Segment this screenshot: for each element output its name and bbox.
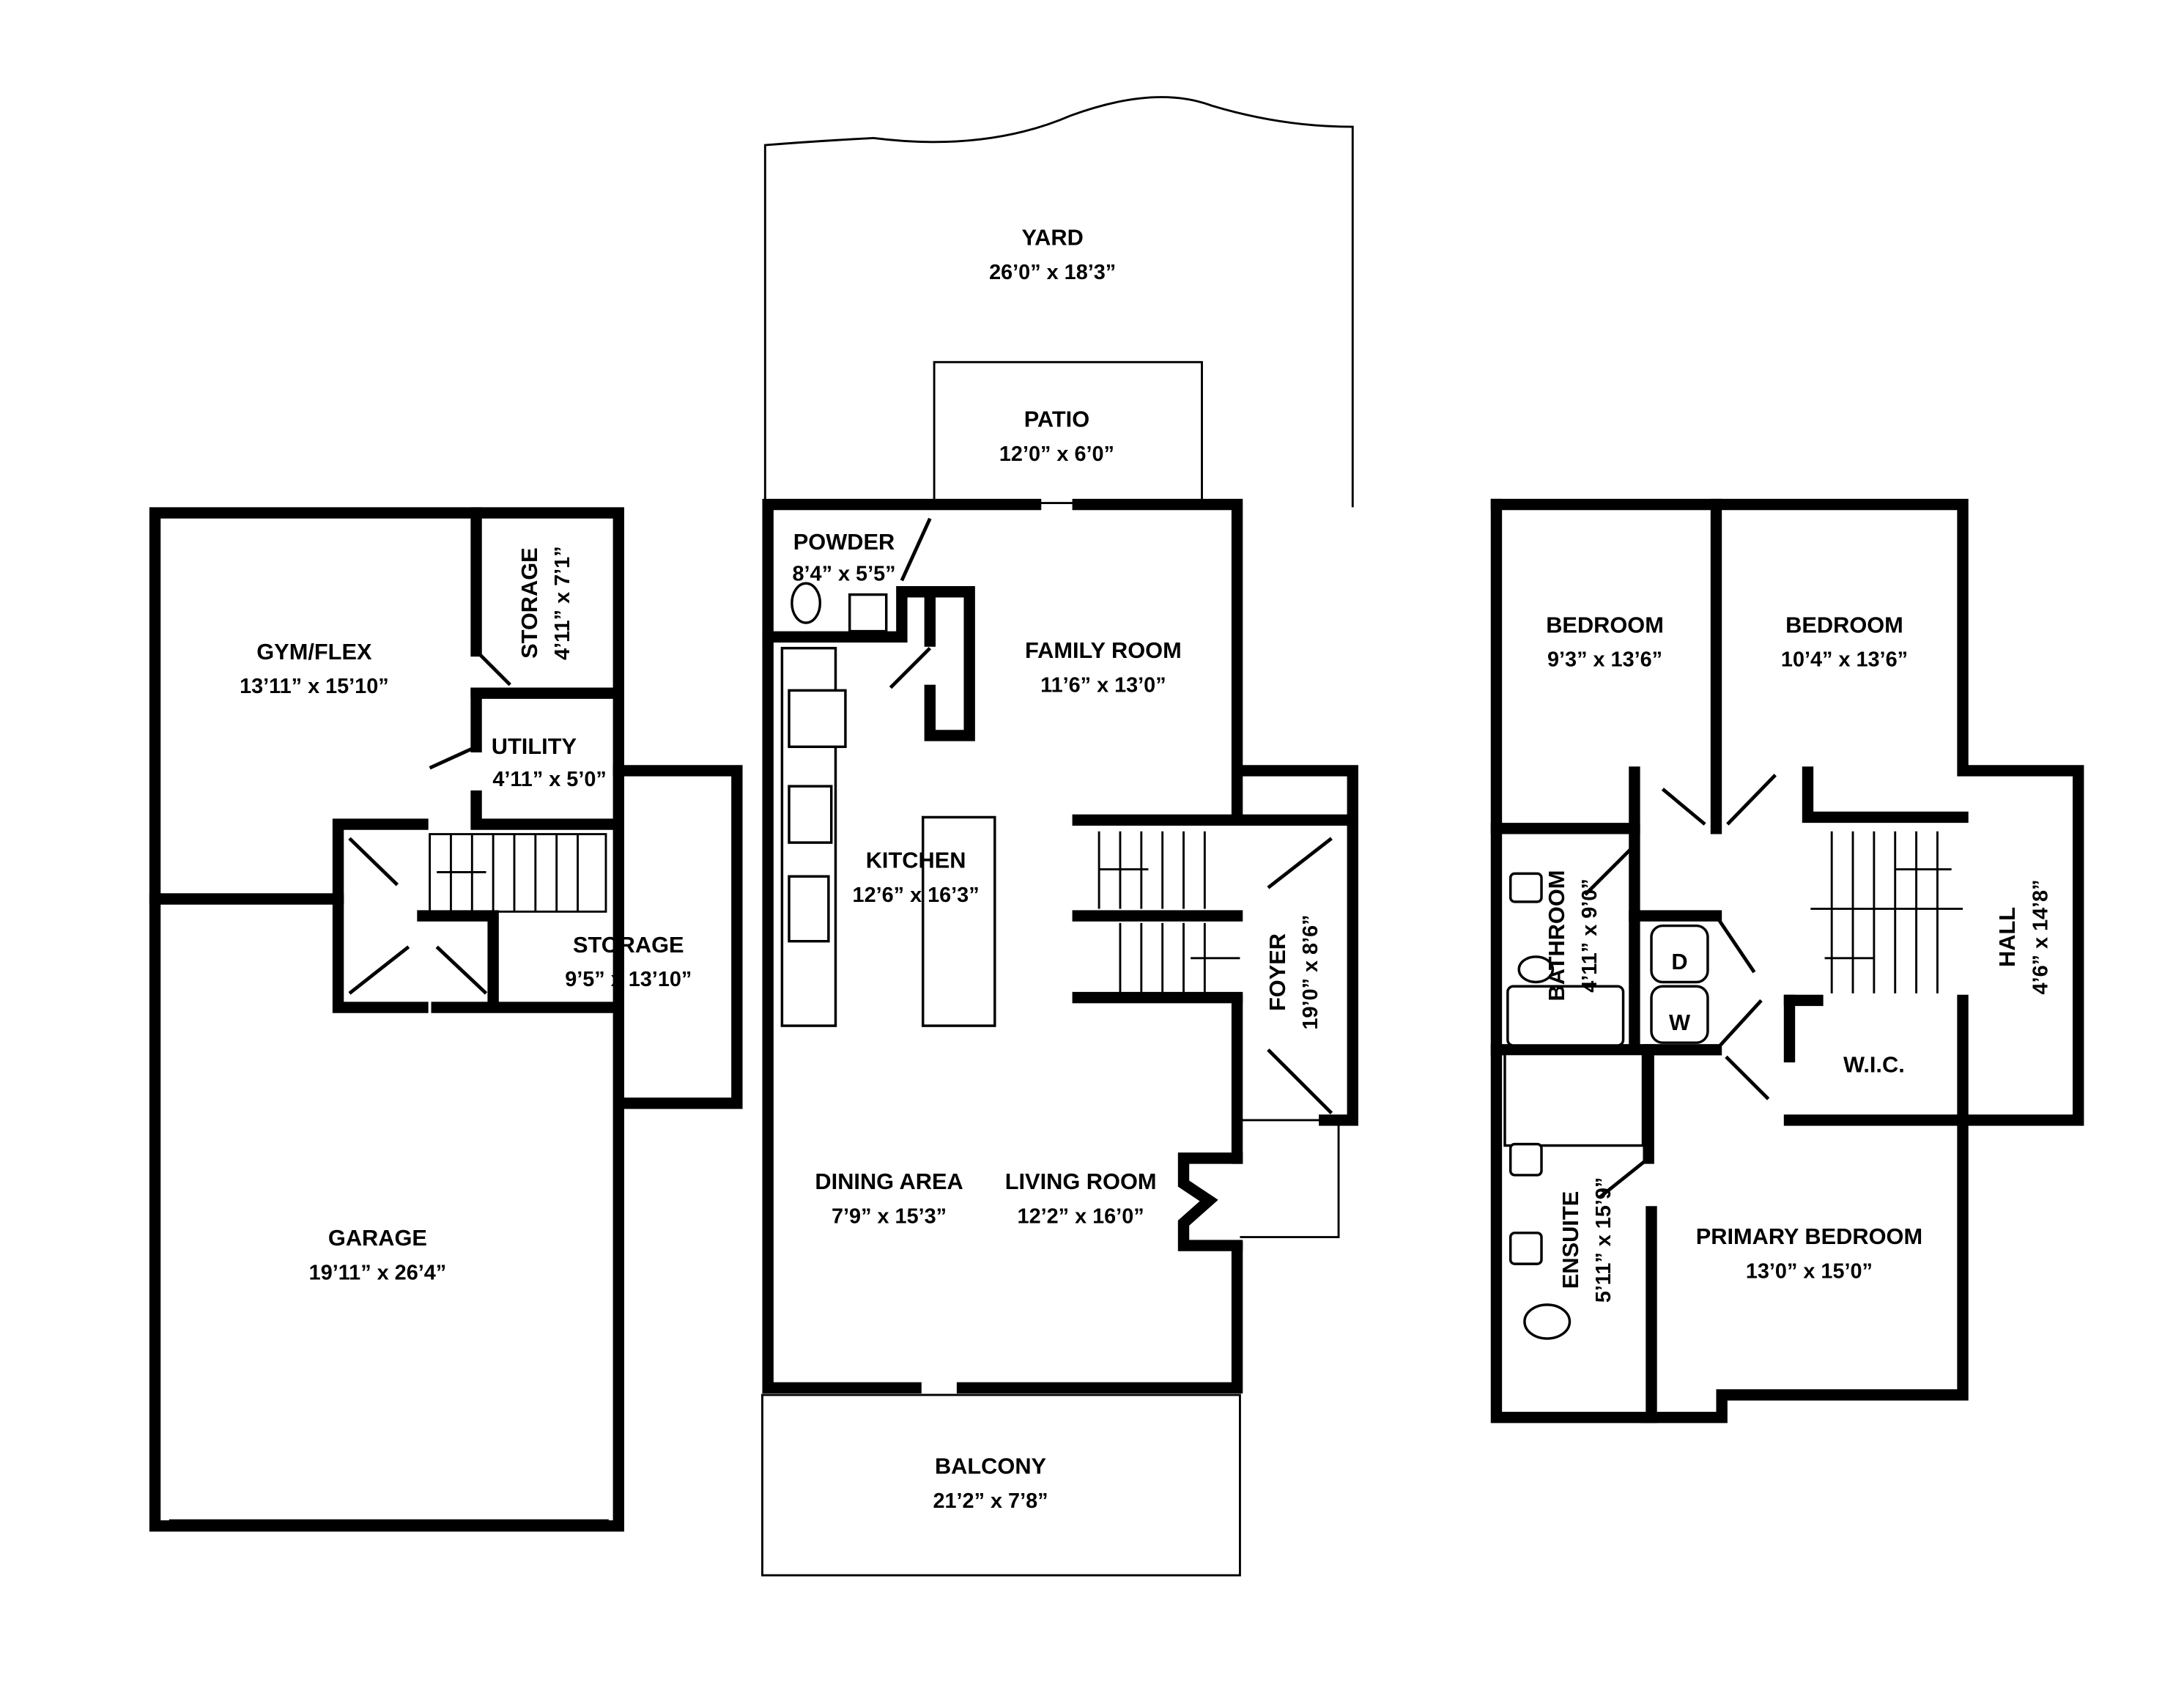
wall (1072, 498, 1358, 826)
room-label: FAMILY ROOM (1025, 637, 1182, 663)
room-size: 9’3” x 13’6” (1547, 648, 1662, 672)
room-label: FOYER (1265, 933, 1290, 1011)
wall (1640, 994, 1969, 1424)
wall (1490, 766, 1640, 834)
room-size: 10’4” x 13’6” (1781, 648, 1908, 672)
stairs (429, 833, 607, 913)
upper-floor: D W BEDROOM 9’3” x 13’6” BEDROOM 10’4” x… (1490, 498, 2084, 1424)
room-size: 4’6” x 14’8” (2029, 879, 2052, 994)
storage-wall (612, 765, 743, 1109)
shower (1503, 1052, 1645, 1147)
room-size: 9’5” x 13’10” (565, 968, 692, 991)
room-size: 19’0” x 8’6” (1299, 914, 1322, 1029)
wall (762, 586, 936, 647)
room-label: W.I.C. (1843, 1052, 1905, 1078)
wall (924, 586, 975, 741)
room-size: 13’11” x 15’10” (240, 675, 389, 698)
room-label: YARD (1021, 225, 1083, 251)
toilet (1517, 955, 1555, 984)
room-label: STORAGE (573, 932, 684, 958)
sink (788, 875, 830, 943)
room-size: 4’11” x 7’1” (551, 546, 574, 659)
room-size: 19’11” x 26’4” (309, 1261, 447, 1284)
dryer-label: D (1671, 949, 1687, 974)
washer (1650, 985, 1709, 1044)
room-label: BATHROOM (1544, 870, 1569, 1002)
room-size: 26’0” x 18’3” (989, 261, 1116, 284)
room-label: BEDROOM (1785, 612, 1903, 638)
bathtub (1506, 985, 1625, 1047)
main-floor: POWDER 8’4” x 5’5” YARD 26’0” x 18’3” PA… (761, 96, 1358, 1577)
room-size: 5’11” x 15’9” (1592, 1177, 1615, 1303)
room-label: PATIO (1024, 407, 1089, 432)
porch-outline (1240, 1119, 1340, 1239)
room-size: 21’2” x 7’8” (933, 1489, 1048, 1513)
wall (956, 1241, 1243, 1394)
room-size: 4’11” x 5’0” (492, 768, 606, 791)
room-label: BEDROOM (1546, 612, 1664, 638)
room-size: 11’6” x 13’0” (1040, 673, 1166, 697)
doors (348, 649, 511, 995)
doors (889, 517, 1333, 1115)
powder-sink (848, 593, 888, 633)
room-size: 8’4” x 5’5” (793, 562, 896, 585)
toilet (1523, 1303, 1572, 1340)
upper-wall (1490, 498, 1652, 1424)
ensuite-sink (1509, 1142, 1543, 1177)
room-label: PRIMARY BEDROOM (1696, 1224, 1922, 1249)
room-label: GYM/FLEX (256, 639, 372, 665)
stairs (1824, 831, 1952, 993)
stairs (1097, 831, 1240, 993)
windows (1514, 506, 2051, 1416)
room-label: GARAGE (328, 1225, 427, 1251)
room-label: LIVING ROOM (1005, 1169, 1157, 1194)
room-size: 13’0” x 15’0” (1746, 1259, 1873, 1283)
toilet (791, 582, 822, 624)
room-label: KITCHEN (866, 848, 966, 873)
room-size: 12’6” x 16’3” (853, 884, 980, 907)
fridge (788, 689, 847, 749)
ensuite-sink (1509, 1232, 1543, 1265)
room-size: 7’9” x 15’3” (832, 1204, 947, 1228)
room-label: POWDER (793, 529, 895, 555)
washer-label: W (1669, 1010, 1691, 1035)
doors (1583, 774, 1777, 1199)
room-label: BALCONY (935, 1454, 1047, 1479)
room-label: DINING AREA (815, 1169, 963, 1194)
room-size: 12’2” x 16’0” (1018, 1204, 1144, 1228)
wall (1802, 766, 1969, 823)
room-label: HALL (1994, 907, 2020, 967)
room-size: 4’11” x 9’0” (1578, 878, 1602, 992)
kitchen-island (921, 815, 996, 1027)
bathroom-sink (1509, 872, 1543, 903)
balcony-outline (761, 1393, 1241, 1577)
windows (786, 506, 1215, 1393)
wall (470, 790, 621, 830)
wall (1490, 498, 2084, 1126)
gym-wall (149, 818, 429, 905)
wall (417, 910, 499, 1007)
patio-outline (933, 360, 1203, 505)
room-label: UTILITY (492, 733, 577, 759)
lower-floor: GYM/FLEX 13’11” x 15’10” STORAGE 4’11” x… (149, 507, 743, 1532)
yard-outline (763, 96, 1354, 508)
room-size: 12’0” x 6’0” (999, 443, 1114, 466)
main-wall (762, 498, 1042, 1394)
wall (332, 893, 429, 1013)
room-label: STORAGE (517, 547, 542, 659)
lower-outer-wall (149, 507, 624, 1532)
room-label: ENSUITE (1558, 1191, 1583, 1289)
fireplace (1177, 1152, 1243, 1251)
stove (788, 785, 833, 844)
dryer (1650, 924, 1709, 984)
